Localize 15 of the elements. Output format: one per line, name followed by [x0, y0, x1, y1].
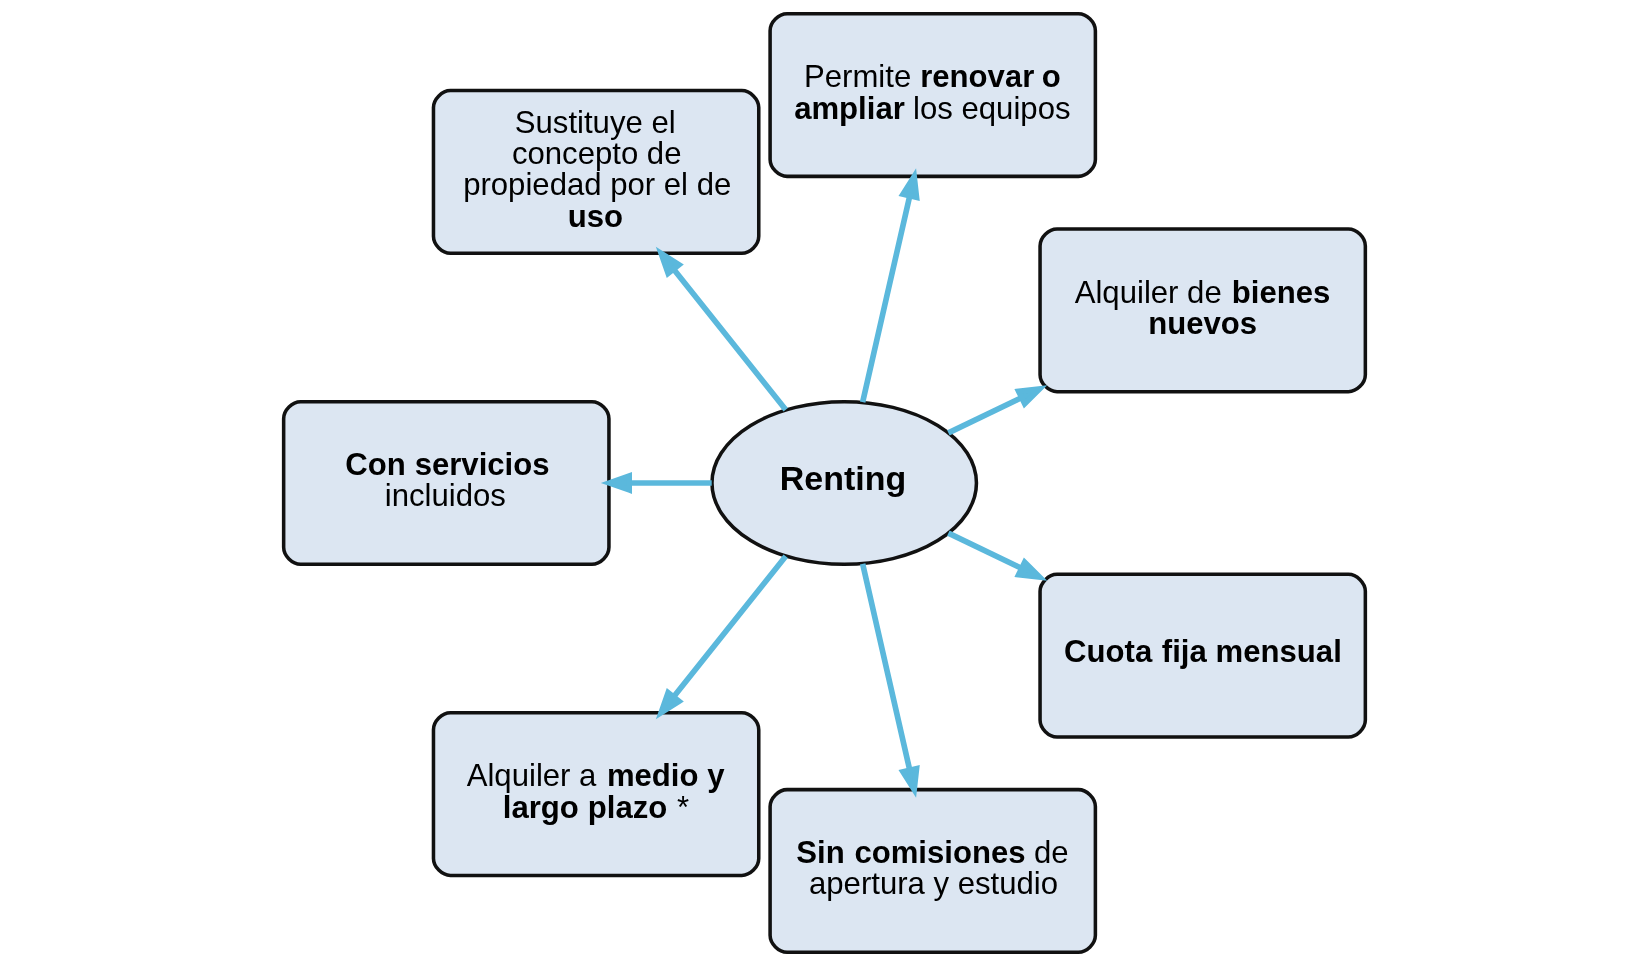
node-box: Con servicios incluidos	[281, 399, 611, 567]
node-ellipse: Renting	[709, 399, 978, 567]
node-box: Sustituye el concepto de propiedad por el de uso	[431, 88, 761, 255]
node-box: Alquiler a medio y largo plazo*	[431, 711, 761, 878]
node-box: Cuota fija mensual	[1037, 572, 1367, 739]
arrow	[655, 554, 788, 720]
arrow	[600, 472, 712, 494]
arrow	[859, 563, 920, 798]
arrow	[946, 530, 1047, 581]
node-box: Alquiler de bienes nuevos	[1037, 227, 1367, 394]
node-box: Sin comisiones de apertura y estudio	[767, 787, 1097, 954]
arrow	[946, 385, 1047, 436]
node-box: Permite renovar o ampliar los equipos	[767, 12, 1097, 179]
arrow	[859, 168, 920, 403]
arrow	[655, 246, 788, 412]
